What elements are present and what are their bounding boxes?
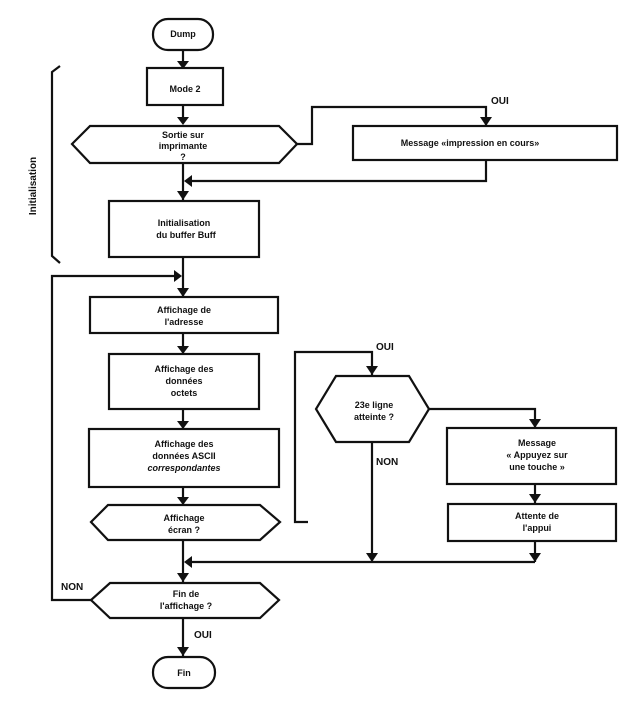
label-line23-non: NON (376, 457, 398, 468)
label-line23-oui: OUI (376, 342, 394, 353)
arrowhead (177, 117, 189, 125)
arrowhead (177, 61, 189, 69)
node-init-buff: Initialisation du buffer Buff (107, 199, 261, 259)
arrowhead (529, 553, 541, 562)
node-text: l'affichage ? (160, 601, 212, 611)
arrowhead (366, 553, 378, 562)
node-end-decision: Fin de l'affichage ? (89, 581, 281, 620)
arrowhead (529, 419, 541, 428)
arrowhead (177, 288, 189, 297)
node-text: Dump (170, 29, 196, 39)
arrowhead (184, 556, 192, 568)
node-text: données ASCII (152, 451, 215, 461)
node-text: du buffer Buff (156, 230, 216, 240)
node-show-bytes: Affichage des données octets (107, 352, 261, 411)
edge-msg-merge (186, 160, 488, 183)
node-text: Message «impression en cours» (401, 138, 540, 148)
node-text: Mode 2 (169, 84, 200, 94)
arrowhead (177, 497, 189, 505)
node-text: Affichage des (154, 364, 213, 374)
arrowhead (177, 346, 189, 354)
node-text: Affichage (163, 513, 204, 523)
node-text: Affichage des (154, 439, 213, 449)
node-start: Dump (151, 17, 215, 52)
initialisation-bracket (50, 65, 61, 264)
node-text: octets (171, 388, 198, 398)
arrowhead (529, 494, 541, 503)
node-printer-decision: Sortie sur imprimante ? (70, 124, 299, 165)
node-text: données (165, 376, 202, 386)
node-show-addr: Affichage de l'adresse (88, 295, 280, 335)
label-end-oui: OUI (194, 630, 212, 641)
arrowhead (177, 647, 189, 656)
edge-line23-yes (429, 407, 537, 428)
node-text: Fin de (173, 589, 200, 599)
node-text: Fin (177, 668, 191, 678)
node-end: Fin (151, 655, 217, 690)
arrowhead (177, 191, 189, 200)
node-text: correspondantes (147, 463, 220, 473)
node-wait-key: Attente de l'appui (446, 502, 618, 543)
node-text: l'appui (523, 523, 552, 533)
node-line23-decision: 23e ligne atteinte ? (314, 374, 431, 444)
node-text: Message (518, 438, 556, 448)
label-end-non: NON (61, 582, 83, 593)
node-text: ? (180, 152, 186, 162)
node-text: « Appuyez sur (506, 450, 568, 460)
node-text: Initialisation (158, 218, 211, 228)
node-text: atteinte ? (354, 412, 394, 422)
node-text: l'adresse (165, 317, 204, 327)
node-text: Affichage de (157, 305, 211, 315)
arrowhead (184, 175, 192, 187)
node-text: 23e ligne (355, 400, 394, 410)
arrowhead (177, 573, 189, 582)
edge-end-no-loop (50, 274, 180, 602)
node-text: écran ? (168, 525, 200, 535)
arrowhead (174, 270, 182, 282)
node-text: Attente de (515, 511, 559, 521)
side-label-initialisation: Initialisation (28, 157, 39, 215)
node-mode2: Mode 2 (145, 66, 225, 107)
arrowhead (480, 117, 492, 126)
node-show-ascii: Affichage des données ASCII correspondan… (87, 427, 281, 489)
node-text: Sortie sur (162, 130, 205, 140)
edge-screen-yes (293, 350, 374, 524)
node-msg-key: Message « Appuyez sur une touche » (445, 426, 618, 486)
node-msg-print: Message «impression en cours» (351, 124, 619, 162)
node-screen-decision: Affichage écran ? (89, 503, 282, 542)
arrowhead (366, 366, 378, 375)
label-printer-oui: OUI (491, 96, 509, 107)
arrowhead (177, 421, 189, 429)
edge-printer-yes (297, 105, 488, 146)
node-text: imprimante (159, 141, 208, 151)
edges (50, 50, 541, 656)
node-text: une touche » (509, 462, 565, 472)
